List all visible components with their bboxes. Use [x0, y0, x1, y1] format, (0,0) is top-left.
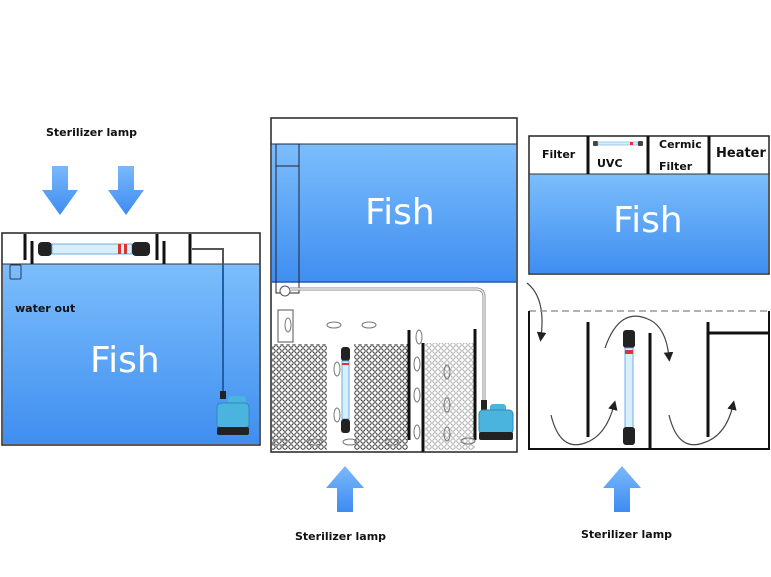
panel2-water [272, 144, 516, 282]
panel2-tank [270, 117, 518, 453]
down-arrow-icon [42, 166, 78, 215]
panel3-tank [528, 135, 770, 275]
panel1-water [3, 264, 259, 444]
panel1-fish-label: Fish [90, 340, 160, 381]
panel1-tank [1, 232, 261, 446]
uv-lamp-icon [341, 347, 350, 433]
flow-arrows [550, 315, 737, 446]
flow-arrow-icon [668, 400, 737, 446]
panel2-sterilizer-label: Sterilizer lamp [295, 530, 387, 543]
pump-icon [216, 391, 250, 435]
flow-arrow-icon [526, 282, 547, 342]
compartment-heater: Heater [716, 146, 766, 161]
uv-lamp-icon [623, 330, 635, 445]
panel3-sterilizer-label: Sterilizer lamp [581, 528, 673, 541]
panel2-fish-label: Fish [365, 192, 435, 233]
panel2-up-arrow [326, 466, 364, 512]
pump-icon [478, 400, 514, 440]
panel1-arrow-right [108, 166, 144, 215]
panel3-sump [528, 310, 770, 450]
down-arrow-icon [108, 166, 144, 215]
compartment-ceramic-line1: Cermic [659, 138, 702, 151]
compartment-uvc: UVC [597, 157, 623, 170]
panel3-up-arrow [603, 466, 641, 512]
fish-icons [272, 317, 476, 446]
panel1-sterilizer-label: Sterilizer lamp [46, 126, 138, 139]
panel3-water [530, 174, 768, 273]
uv-lamp-icon [593, 141, 643, 146]
uv-lamp-icon [38, 242, 150, 256]
water-out-label: water out [15, 302, 76, 315]
compartment-ceramic-line2: Filter [659, 160, 693, 173]
compartment-filter: Filter [542, 148, 576, 161]
flow-arrow-icon [604, 315, 674, 362]
up-arrow-icon [326, 466, 364, 512]
flow-arrow-icon [550, 400, 618, 446]
up-arrow-icon [603, 466, 641, 512]
filter-media-block [272, 344, 327, 450]
panel3-fish-label: Fish [613, 200, 683, 241]
panel1-arrow-left [42, 166, 78, 215]
filter-media-block [354, 344, 408, 450]
